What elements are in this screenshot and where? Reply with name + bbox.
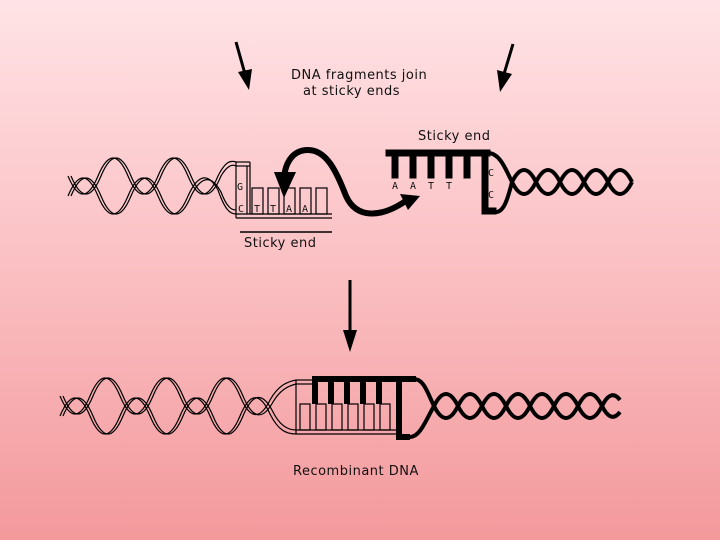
left-sticky-end (235, 161, 332, 233)
sticky-end-label-bottom: Sticky end (244, 236, 317, 251)
right-overhang-base: A (392, 181, 399, 192)
left-bottom-base: A (302, 204, 309, 215)
right-overhang-base: A (410, 181, 417, 192)
left-top-base: G (237, 182, 244, 193)
left-bottom-base: T (270, 204, 277, 215)
join-caption-line1: DNA fragments join (291, 68, 428, 83)
left-bottom-base: A (286, 204, 293, 215)
arrow-left-top (234, 41, 252, 90)
right-overhang-base: C (488, 168, 495, 179)
right-overhang-base: T (428, 181, 435, 192)
left-helix-top (67, 157, 237, 215)
sticky-end-label-top: Sticky end (418, 129, 491, 144)
right-overhang-base: T (446, 181, 453, 192)
joining-curve-arrow (274, 146, 420, 217)
join-caption-line2: at sticky ends (303, 84, 400, 99)
bottom-left-helix (59, 377, 297, 435)
arrow-down-middle (343, 280, 357, 352)
right-helix-top (487, 151, 634, 214)
arrow-right-top (497, 43, 515, 92)
right-paired-base: C (488, 190, 495, 201)
left-bottom-base: T (254, 204, 261, 215)
recombinant-dna-label: Recombinant DNA (293, 464, 419, 479)
bottom-right-helix (409, 377, 622, 439)
left-bottom-base: C (238, 204, 245, 215)
bottom-junction (295, 376, 416, 440)
